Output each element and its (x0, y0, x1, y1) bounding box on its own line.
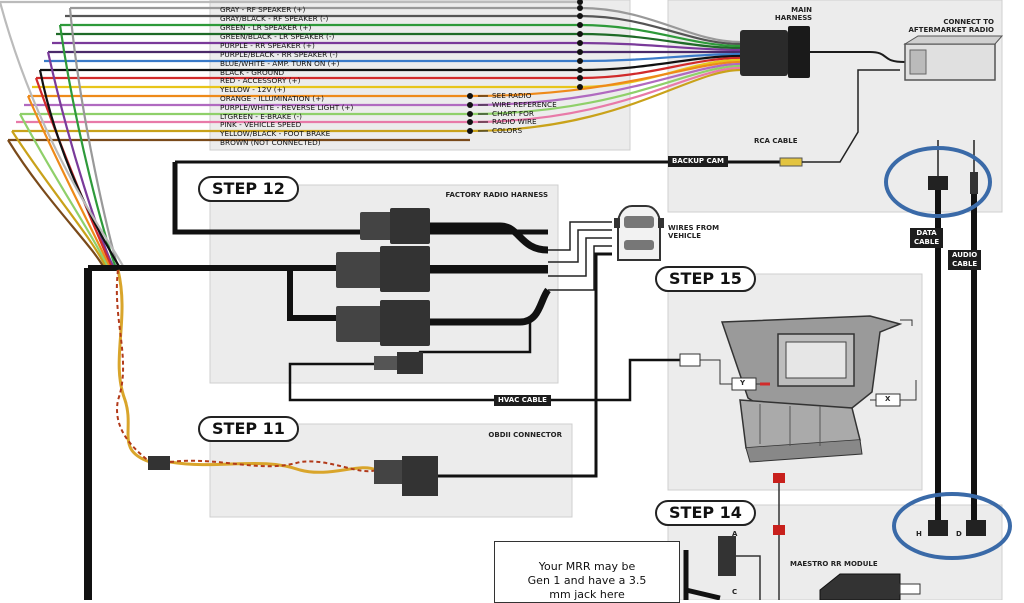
highlight-circle-bottom (892, 492, 1012, 560)
d-letter: D (956, 530, 962, 538)
wire-label: YELLOW/BLACK - FOOT BRAKE (220, 129, 331, 138)
factory-harness (84, 208, 701, 600)
step-11-label: STEP 11 (198, 416, 299, 442)
rca-cable-label: RCA CABLE (754, 137, 798, 145)
wire-bundle (0, 0, 741, 269)
backup-cam-tag: BACKUP CAM (668, 156, 728, 167)
wire-label: ORANGE - ILLUMINATION (+) (220, 94, 325, 103)
car-icon (614, 205, 664, 261)
step-14-label: STEP 14 (655, 500, 756, 526)
maestro-module (683, 536, 921, 600)
obd-twisted-wire (115, 252, 612, 496)
wire-label: PURPLE - RR SPEAKER (+) (220, 41, 315, 50)
wire-label: YELLOW - 12V (+) (220, 85, 286, 94)
c-letter: C (732, 588, 738, 596)
wire-label: RED - ACCESSORY (+) (220, 76, 301, 85)
wire-label: BLUE/WHITE - AMP. TURN ON (+) (220, 59, 340, 68)
wire-label: GREEN/BLACK - LR SPEAKER (-) (220, 32, 335, 41)
factory-radio-harness-label: FACTORY RADIO HARNESS (445, 191, 548, 199)
dash-bezel-drawing (700, 315, 917, 463)
data-cable-tag: DATA CABLE (910, 228, 944, 248)
y-letter: Y (740, 379, 746, 387)
wire-label: PURPLE/BLACK - RR SPEAKER (-) (220, 50, 338, 59)
audio-cable-tag: AUDIO CABLE (948, 250, 982, 270)
wire-label: BROWN (NOT CONNECTED) (220, 138, 321, 147)
hvac-cable-tag: HVAC CABLE (494, 395, 551, 406)
wire-label: GREEN - LR SPEAKER (+) (220, 23, 312, 32)
mrr-note: Your MRR may be Gen 1 and have a 3.5 mm … (494, 541, 680, 603)
red-tag-bottom (773, 525, 785, 535)
wire-label: PINK - VEHICLE SPEED (220, 120, 302, 129)
wire-label: GRAY - RF SPEAKER (+) (220, 5, 306, 14)
connect-radio-label: CONNECT TO AFTERMARKET RADIO (908, 18, 994, 34)
aftermarket-radio (903, 35, 1004, 81)
h-letter: H (916, 530, 922, 538)
wire-label: PURPLE/WHITE - REVERSE LIGHT (+) (220, 103, 354, 112)
wire-label: GRAY/BLACK - RF SPEAKER (-) (220, 14, 329, 23)
step-15-label: STEP 15 (655, 266, 756, 292)
wire-label: BLACK - GROUND (220, 68, 285, 77)
wires-from-vehicle-label: WIRES FROM VEHICLE (668, 224, 720, 240)
obdii-connector-label: OBDII CONNECTOR (488, 431, 562, 439)
a-letter: A (732, 530, 738, 538)
highlight-circle-top (884, 146, 992, 218)
x-letter: X (885, 395, 891, 403)
red-tag-top (773, 473, 785, 483)
main-harness-label: MAIN HARNESS (774, 6, 812, 22)
wire-dots (467, 0, 583, 134)
wire-label: LTGREEN - E-BRAKE (-) (220, 112, 302, 121)
main-harness-connector (740, 26, 906, 78)
step-12-label: STEP 12 (198, 176, 299, 202)
maestro-module-label: MAESTRO RR MODULE (790, 560, 878, 568)
